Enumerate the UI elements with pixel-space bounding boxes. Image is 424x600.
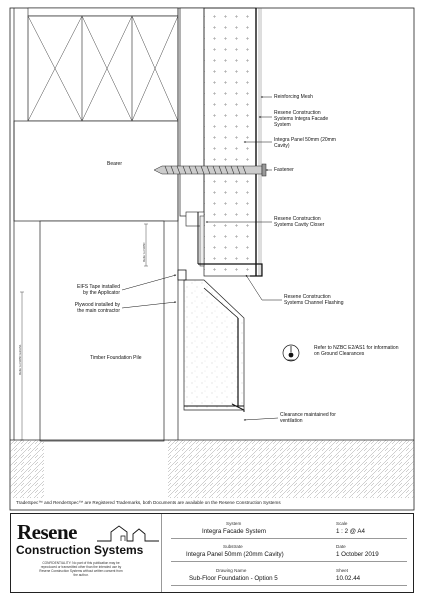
logo-subtitle: Construction Systems: [16, 543, 144, 557]
label-eifs-tape: EIFS Tape installed by the Applicator: [77, 284, 120, 296]
bearer-box: [27, 15, 179, 122]
label-reinforcing-mesh: Reinforcing Mesh: [274, 94, 313, 100]
substrate-value: Integra Panel 50mm (20mm Cavity): [186, 551, 284, 558]
logo-cell: Resene Construction Systems CONFIDENTIAL…: [11, 514, 161, 592]
label-timber-pile: Timber Foundation Pile: [90, 355, 142, 361]
label-plywood: Plywood installed by the main contractor: [74, 302, 120, 314]
nzbc-reference-symbol: [282, 344, 300, 362]
eifs-tape-zone: [177, 269, 187, 281]
leader-eifs: [121, 274, 177, 291]
label-integra-panel: Integra Panel 50mm (20mm Cavity): [274, 137, 336, 149]
channel-flashing: [198, 263, 263, 277]
system-value: Integra Facade System: [202, 528, 266, 535]
bearer-cross-2: [81, 15, 133, 122]
title-block: Resene Construction Systems CONFIDENTIAL…: [10, 513, 414, 593]
lower-panel: [183, 279, 245, 411]
leader-flashing: [245, 274, 282, 301]
bearer: [13, 120, 179, 222]
date-label: Date: [336, 544, 346, 549]
joist-box: [27, 7, 179, 17]
stud: [179, 7, 205, 217]
label-nzbc-note: Refer to NZBC E2/AS1 for information on …: [314, 345, 399, 357]
tb-divider: [161, 514, 162, 592]
system-label: System: [226, 521, 242, 526]
ground-right: [168, 440, 414, 498]
scale-value: 1 : 2 @ A4: [336, 528, 365, 535]
label-cavity-closer: Resene Construction Systems Cavity Close…: [274, 216, 325, 228]
label-bearer: Bearer: [107, 161, 123, 167]
bearer-cross-1: [27, 15, 83, 122]
confidentiality-note: CONFIDENTIALITY: No part of this publica…: [39, 561, 123, 577]
tb-row-line-1: [171, 538, 407, 539]
drawing-name-label: Drawing Name: [216, 568, 247, 573]
leader-clearance: [243, 417, 279, 421]
logo-wordmark: Resene: [17, 520, 77, 544]
dim-small-label: Refer to NZBC: [142, 242, 146, 262]
ground-left: [10, 440, 44, 498]
cavity-batten: [199, 215, 205, 267]
scale-label: Scale: [336, 521, 348, 526]
date-value: 1 October 2019: [336, 551, 379, 558]
trademark-footnote: TradeSpec™ and RenderSpec™ are Registere…: [16, 500, 281, 505]
tb-row-line-2: [171, 561, 407, 562]
fastener: [153, 163, 267, 177]
drawing-name-value: Sub-Floor Foundation - Option 5: [189, 575, 278, 582]
leader-plywood: [121, 301, 177, 309]
label-resene-facade-system: Resene Construction Systems Integra Faca…: [274, 110, 329, 128]
sheet-label: Sheet: [336, 568, 349, 573]
timber-pile: [39, 220, 165, 442]
label-fastener: Fastener: [274, 167, 294, 173]
logo-house-skyline-icon: [97, 525, 159, 542]
dim-large-label: Refer to NZBC E2/AS1: [18, 344, 22, 375]
bearer-cross-3: [131, 15, 179, 122]
tb-row-line-3: [171, 585, 407, 586]
substrate-label: Substrate: [223, 544, 243, 549]
label-channel-flashing: Resene Construction Systems Channel Flas…: [284, 294, 344, 306]
sheet-value: 10.02.44: [336, 575, 361, 582]
label-clearance: Clearance maintained for ventilation: [280, 412, 336, 424]
